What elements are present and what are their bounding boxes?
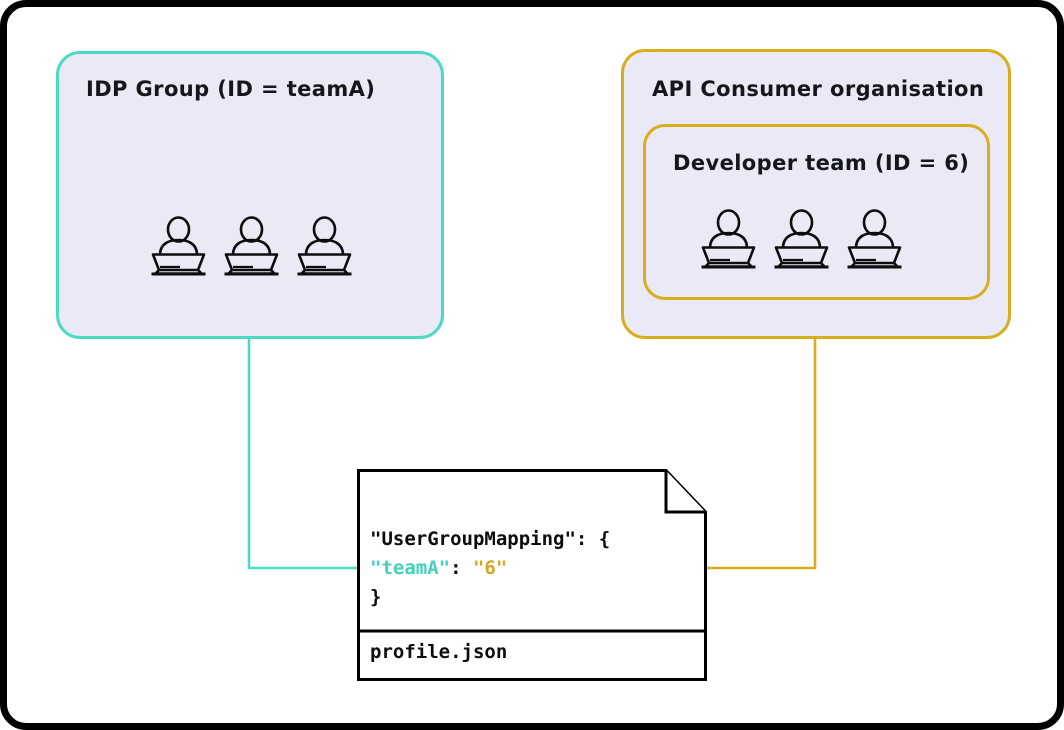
idp-group-title: IDP Group (ID = teamA) bbox=[86, 77, 376, 101]
document-code: "UserGroupMapping": { "teamA": "6" } bbox=[370, 525, 700, 612]
profile-json-document[interactable]: "UserGroupMapping": { "teamA": "6" } pro… bbox=[357, 469, 707, 681]
person-at-laptop-icon bbox=[297, 216, 352, 276]
code-mapping-key: "teamA" bbox=[370, 557, 451, 579]
document-shape bbox=[357, 469, 707, 681]
developer-team-people bbox=[700, 209, 903, 269]
person-at-laptop-icon bbox=[847, 209, 902, 269]
person-at-laptop-icon bbox=[151, 216, 206, 276]
code-mapping-value: "6" bbox=[472, 557, 508, 579]
person-at-laptop-icon bbox=[774, 209, 829, 269]
code-line-3: } bbox=[370, 586, 382, 608]
teal-connector-path bbox=[247, 339, 385, 568]
document-filename: profile.json bbox=[370, 641, 508, 663]
developer-team-box[interactable] bbox=[643, 124, 990, 300]
api-consumer-organisation-title: API Consumer organisation bbox=[652, 77, 985, 101]
person-at-laptop-icon bbox=[701, 209, 756, 269]
code-mapping-separator: : bbox=[450, 557, 473, 579]
idp-group-box[interactable] bbox=[56, 51, 444, 339]
idp-group-people bbox=[150, 216, 353, 276]
person-at-laptop-icon bbox=[224, 216, 279, 276]
developer-team-title: Developer team (ID = 6) bbox=[673, 151, 970, 175]
code-line-1: "UserGroupMapping": { bbox=[370, 528, 611, 550]
